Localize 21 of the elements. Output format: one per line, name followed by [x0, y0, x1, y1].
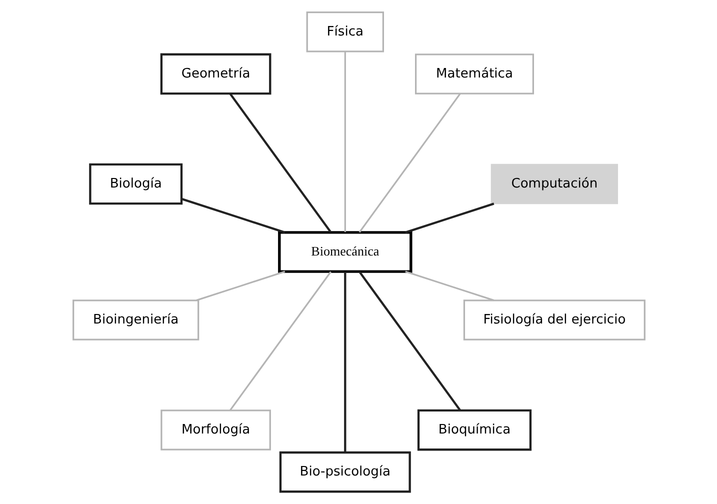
- connector: [344, 272, 346, 452]
- connector: [404, 202, 494, 234]
- node-box: Matemática: [414, 54, 534, 94]
- node-box: Computación: [490, 164, 618, 204]
- connector: [180, 198, 285, 234]
- connector: [358, 93, 460, 233]
- node-box: Bioingeniería: [72, 300, 199, 340]
- node-box: Bioquímica: [416, 409, 532, 451]
- connector: [404, 270, 494, 302]
- node-box: Geometría: [160, 53, 271, 95]
- node-box: Morfología: [160, 410, 270, 450]
- connector: [196, 270, 285, 302]
- node-box: Biología: [88, 163, 182, 205]
- connector: [229, 271, 331, 411]
- connector: [358, 271, 460, 411]
- connector: [228, 93, 332, 233]
- node-box: Física: [306, 12, 384, 52]
- connector: [344, 52, 346, 232]
- node-box: Biomecánica: [278, 231, 412, 273]
- node-box: Fisiología del ejercicio: [462, 300, 645, 340]
- node-box: Bio-psicología: [278, 451, 410, 493]
